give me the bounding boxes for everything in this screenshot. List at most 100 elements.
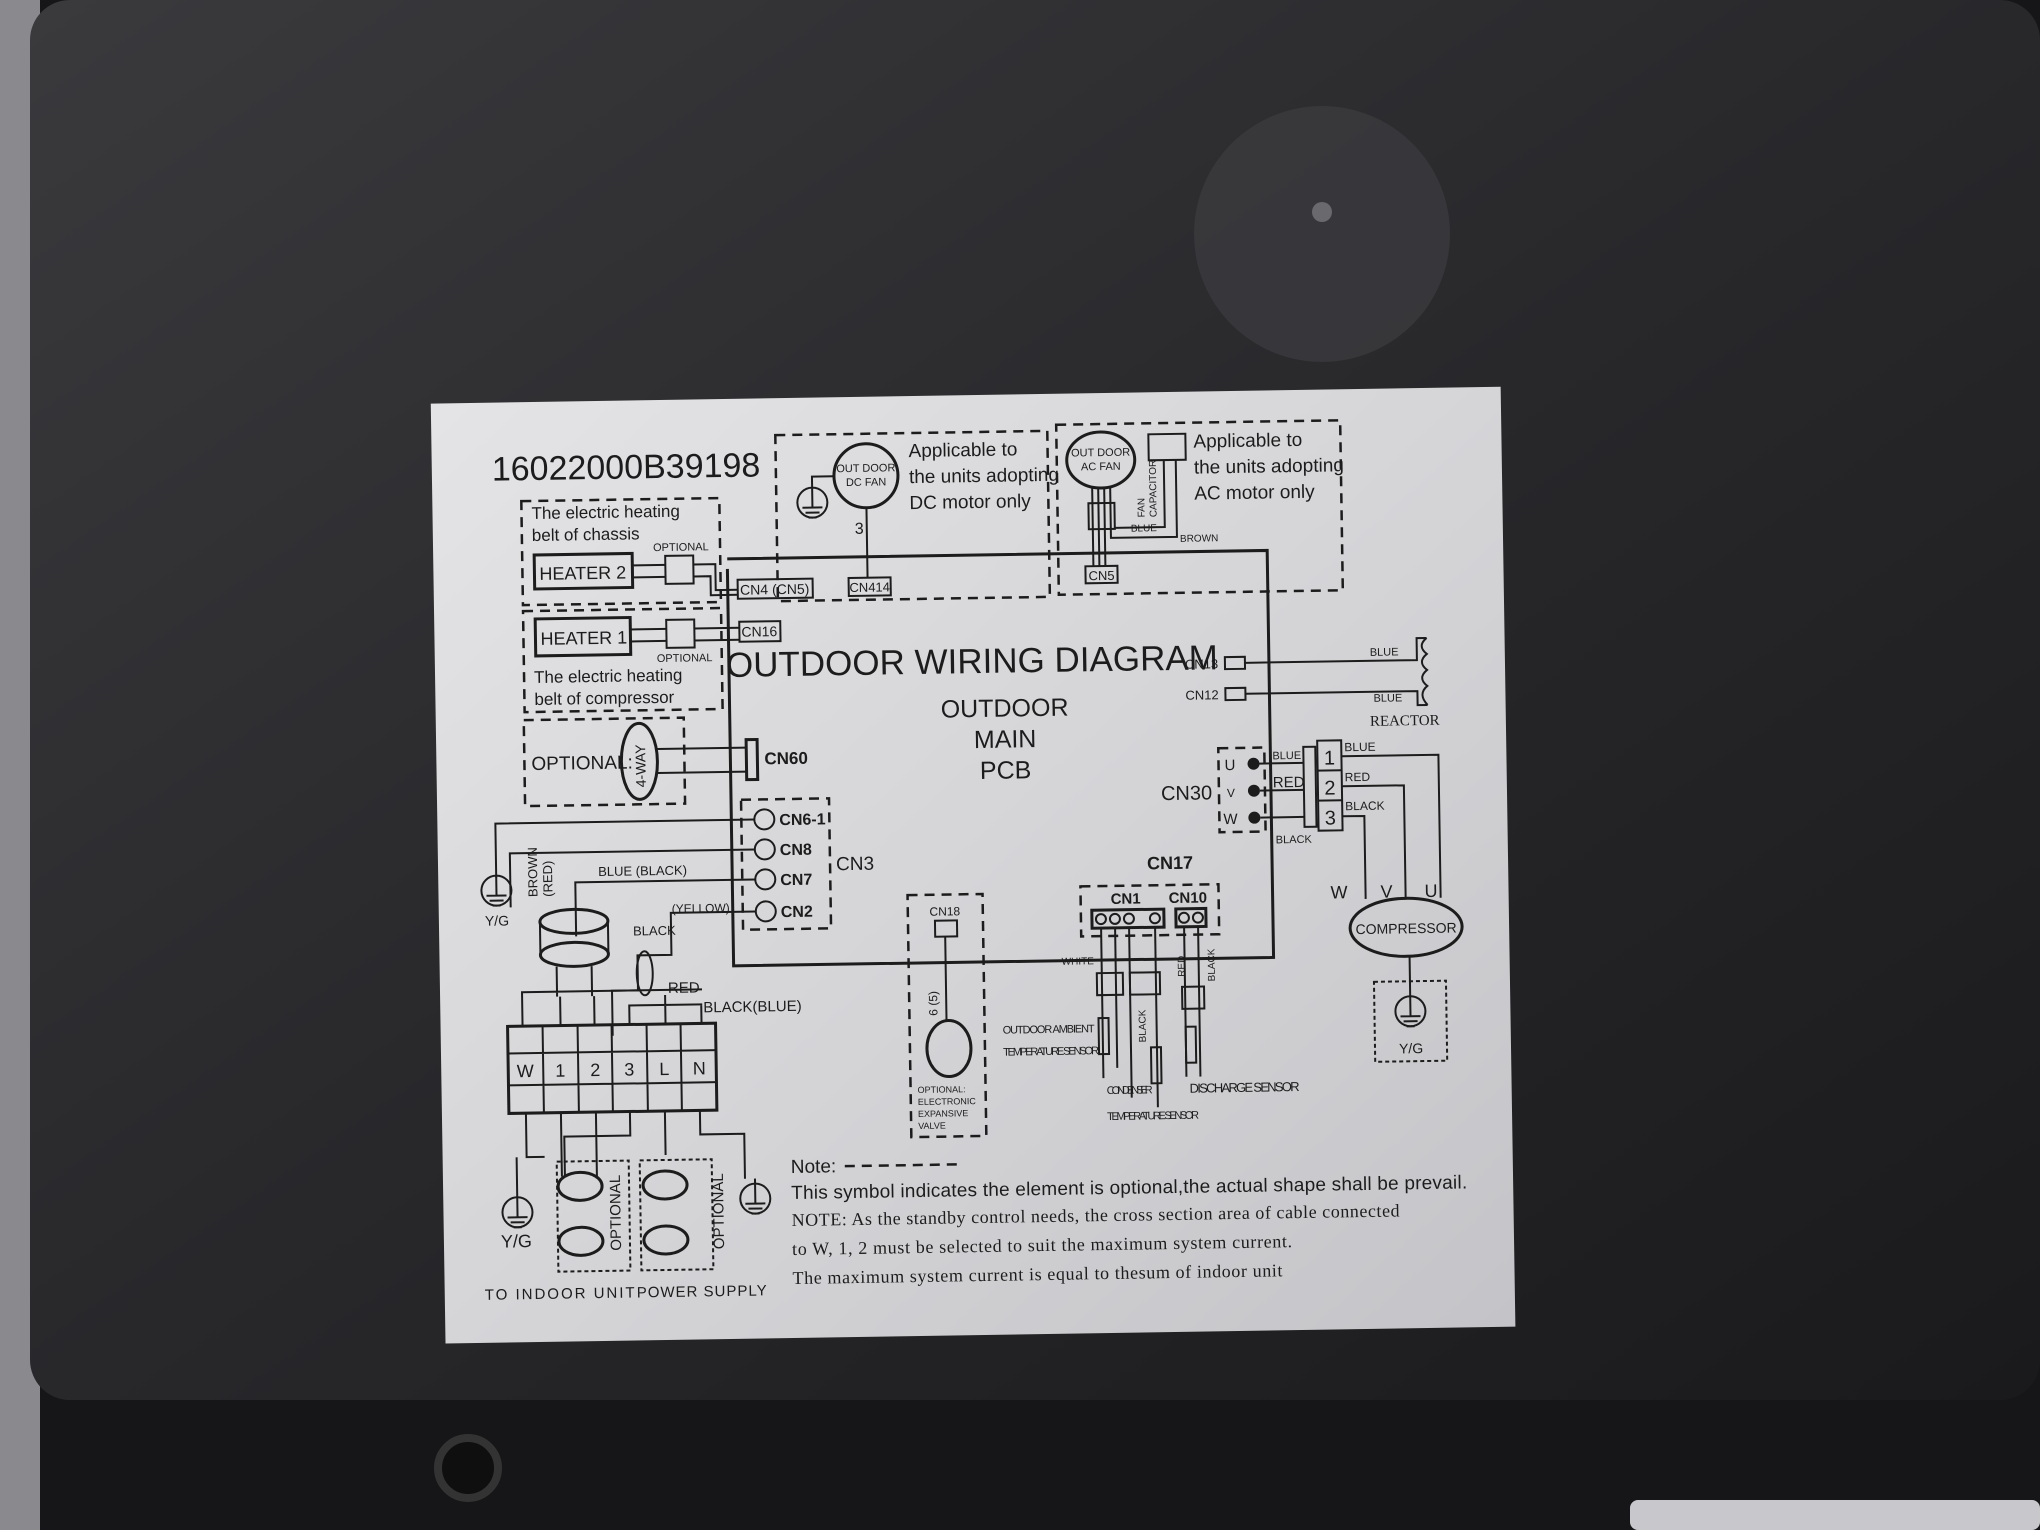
wire-color-label: (RED): [540, 861, 556, 897]
diagram-title: OUTDOOR WIRING DIAGRAM: [726, 638, 1218, 685]
cn17-box: [1079, 882, 1221, 938]
ground-icon: [1394, 956, 1427, 1028]
wire-color-label: RED: [1177, 956, 1188, 977]
cn13-connector: CN13: [1185, 656, 1218, 672]
terminal-block: [506, 1021, 719, 1115]
heater1: [533, 615, 633, 658]
cn12-connector: CN12: [1185, 687, 1218, 703]
cn18-connector: CN18: [929, 904, 960, 918]
compressor-label: COMPRESSOR: [1355, 920, 1456, 938]
note-heading: Note:: [791, 1156, 837, 1178]
ac-fan-name: AC FAN: [1081, 461, 1121, 474]
corner-sticker: [1630, 1500, 2040, 1530]
terminal-label: 3: [1325, 807, 1336, 829]
capacitor-icon: [1147, 432, 1187, 462]
phase-label: V: [1380, 882, 1392, 902]
pcb-label: MAIN: [974, 725, 1037, 754]
ground-icon: [739, 1178, 772, 1215]
heater2-label: HEATER 2: [539, 563, 626, 584]
wire-color-label: BLACK: [1137, 1009, 1149, 1042]
heater1-label: HEATER 1: [540, 628, 627, 649]
wire-color-label: BLUE: [1344, 740, 1376, 754]
cn10-connector: CN10: [1168, 889, 1207, 907]
expansion-valve: [925, 1019, 973, 1079]
cn4-connector: CN4 (CN5): [740, 581, 809, 598]
connector-icon: [1128, 971, 1162, 996]
eev-desc: VALVE: [918, 1121, 946, 1131]
optional-label: OPTIONAL: [710, 1173, 728, 1249]
eev-desc: OPTIONAL:: [918, 1084, 966, 1095]
pcb-label: OUTDOOR: [941, 694, 1069, 724]
ac-fan-note: AC motor only: [1194, 482, 1315, 505]
pin-label: CN2: [781, 904, 813, 922]
wire-color-label: WHITE: [1062, 956, 1095, 968]
terminal-label: 1: [1324, 747, 1335, 769]
capacitor-label: FAN: [1136, 498, 1147, 518]
cn414-connector: CN414: [849, 579, 890, 595]
cn3-pins: CN6-1 CN8 CN7 CN2: [753, 808, 826, 923]
wire-color-label: BLACK(BLUE): [703, 998, 802, 1017]
cn1-connector: CN1: [1111, 890, 1141, 907]
terminal-label: 2: [1324, 777, 1335, 799]
connector-icon: [1181, 985, 1206, 1010]
ambient-sensor-label: TEMPERATURE SENSOR: [1003, 1045, 1099, 1059]
terminal-label: N: [693, 1058, 706, 1078]
optional-label: OPTIONAL: [607, 1175, 625, 1251]
heater1-desc: belt of compressor: [534, 688, 674, 709]
thermistor-icon: [1097, 1016, 1111, 1056]
wire-color-label: BROWN: [525, 847, 541, 897]
pin-label: CN7: [780, 872, 812, 890]
pin-label: CN8: [780, 842, 812, 860]
cn3-label: CN3: [836, 854, 874, 876]
dc-fan-note: DC motor only: [909, 491, 1031, 514]
eev-desc: ELECTRONIC: [918, 1096, 977, 1107]
reactor-label: REACTOR: [1370, 713, 1440, 730]
reactor-coil-icon: [1420, 637, 1429, 706]
dc-fan-optional-box: [774, 429, 1052, 603]
pcb-outline: [725, 548, 1276, 968]
connector-icon: [1087, 501, 1116, 531]
connector-icon: [664, 554, 695, 585]
terminal-label: L: [659, 1059, 669, 1079]
thermistor-icon: [1184, 1025, 1198, 1064]
heater2-desc: belt of chassis: [532, 524, 640, 545]
yg-label: Y/G: [485, 912, 509, 928]
pin-label: W: [1223, 811, 1238, 828]
ground-icon: [501, 1157, 534, 1229]
phase-label: U: [1424, 881, 1437, 901]
optional-symbol: [844, 1163, 963, 1168]
discharge-sensor-label: DISCHARGE SENSOR: [1189, 1079, 1299, 1096]
optional-box: [555, 1159, 632, 1273]
heater2-optional-box: [520, 496, 723, 607]
pin-label: V: [1227, 786, 1235, 800]
eev-optional-box: [906, 892, 988, 1139]
wire-color-label: BROWN: [1180, 533, 1219, 545]
ac-fan-optional-box: [1054, 419, 1345, 596]
wire-color-label: (YELLOW): [672, 901, 730, 916]
eev-desc: EXPANSIVE: [918, 1108, 969, 1119]
to-indoor-unit-label: TO INDOOR UNIT: [485, 1284, 637, 1303]
capacitor-label: CAPACITOR: [1148, 460, 1160, 518]
cover-vent: [1194, 106, 1450, 362]
wire-color-label: RED: [1345, 770, 1371, 784]
wire-color-label: BLUE: [1370, 646, 1399, 658]
optional-box: [638, 1158, 715, 1272]
wire-color-label: BLACK: [633, 923, 676, 939]
ac-fan-note: the units adopting: [1194, 455, 1344, 478]
condenser-sensor-label: CONDENSER: [1107, 1084, 1153, 1097]
terminal-label: 1: [555, 1061, 565, 1081]
ground-icon: [480, 874, 513, 907]
wire-color-label: BLACK: [1276, 834, 1313, 847]
heater2: [532, 551, 635, 591]
wire-color-label: BLUE: [1272, 750, 1301, 762]
dc-fan-name: DC FAN: [846, 476, 887, 489]
phase-label: W: [1330, 882, 1347, 902]
wire-color-label: BLACK: [1206, 948, 1218, 981]
dc-fan-note: Applicable to: [908, 439, 1017, 462]
wiring-diagram-label: 16022000B39198 OUTDOOR WIRING DIAGRAM OU…: [430, 386, 1516, 1344]
vent-pin: [1312, 202, 1332, 222]
wire-color-label: RED: [1273, 774, 1305, 791]
terminal-label: 2: [590, 1060, 600, 1080]
cn16-connector: CN16: [741, 623, 777, 640]
